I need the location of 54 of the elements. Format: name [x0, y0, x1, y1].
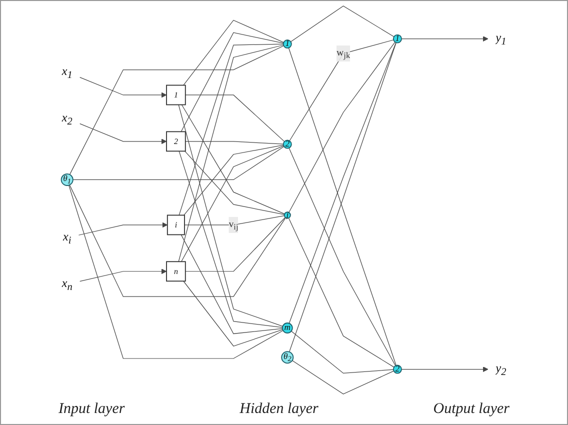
arrow — [80, 123, 167, 144]
node-text: y$_{2}$ — [496, 362, 506, 378]
arrow — [80, 268, 167, 282]
connector — [288, 42, 396, 213]
connector — [180, 234, 283, 334]
node-circle: m — [282, 322, 293, 334]
connector — [290, 6, 394, 42]
connector — [292, 360, 394, 394]
connector — [178, 44, 284, 216]
arrow — [80, 76, 167, 98]
node-box: 2 — [166, 131, 186, 152]
connector — [185, 217, 286, 272]
connector — [178, 104, 283, 327]
connector — [288, 218, 394, 368]
connector — [72, 146, 284, 180]
connector — [180, 32, 284, 132]
connector — [288, 148, 396, 366]
node-circle: θ$_{1}$ — [60, 173, 74, 186]
layer-label: Output layer — [433, 401, 510, 418]
connector — [181, 104, 285, 214]
node-text: y$_{1}$ — [496, 31, 506, 48]
node-box: n — [166, 261, 186, 282]
node-circle: 1 — [282, 40, 292, 49]
node-circle: 1 — [392, 34, 402, 44]
connector — [69, 45, 284, 175]
connector — [289, 40, 394, 142]
node-box: i — [166, 214, 185, 236]
connector — [178, 150, 283, 328]
connector — [178, 44, 284, 262]
node-circle: 2 — [282, 140, 292, 149]
connector — [184, 215, 285, 226]
connector — [183, 20, 284, 86]
node-circle: θ$_{2}$ — [281, 351, 294, 364]
connector — [185, 94, 285, 142]
node-text: x$_{n}$ — [62, 276, 72, 293]
edge-label: v$_{ij}$ — [228, 218, 238, 232]
connector — [68, 184, 284, 359]
edge-label: w$_{jk}$ — [336, 47, 350, 60]
connector — [181, 146, 284, 262]
connector — [185, 141, 284, 144]
layer-label: Hidden layer — [240, 401, 318, 418]
connector — [69, 184, 286, 297]
node-text: x$_{2}$ — [62, 110, 72, 127]
arrow — [401, 366, 488, 372]
node-text: x$_{1}$ — [62, 64, 72, 80]
arrow — [78, 222, 168, 236]
connector — [290, 330, 394, 374]
node-circle: j — [284, 212, 291, 219]
node-box: 1 — [166, 84, 186, 106]
connector — [183, 280, 283, 346]
layer-label: Input layer — [58, 401, 125, 418]
node-text: x$_{i}$ — [62, 230, 72, 246]
node-circle: 2 — [392, 364, 402, 374]
arrow — [401, 36, 488, 42]
